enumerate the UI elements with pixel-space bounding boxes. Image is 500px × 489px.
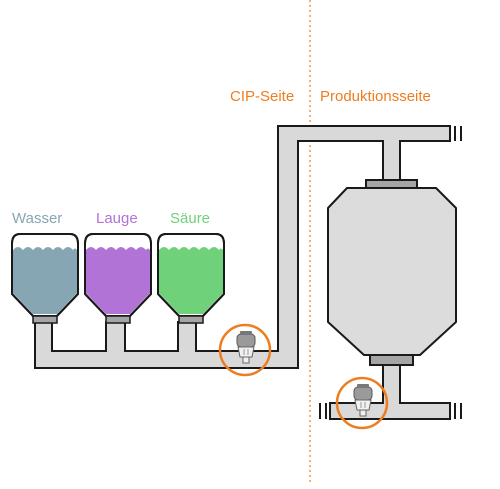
label-saeure: Säure <box>170 210 211 227</box>
tank-top-flange <box>365 179 418 189</box>
label-cip-side: CIP-Seite <box>230 88 295 105</box>
tank-body <box>327 187 457 356</box>
bottle-wasser <box>11 233 79 324</box>
highlight-circle-production <box>335 376 389 430</box>
tank-bottom-flange <box>369 354 414 366</box>
neck-saeure <box>178 315 204 324</box>
valve-sensor-icon <box>236 331 256 364</box>
highlight-circle-cip <box>218 323 272 377</box>
label-wasser: Wasser <box>12 210 63 227</box>
label-production-side: Produktionsseite <box>320 88 431 105</box>
bottle-saeure <box>157 233 225 324</box>
liquid-lauge <box>86 247 150 314</box>
liquid-saeure <box>159 247 223 314</box>
neck-lauge <box>105 315 131 324</box>
bottle-lauge <box>84 233 152 324</box>
production-outlet-pipe <box>329 364 451 420</box>
label-lauge: Lauge <box>96 210 138 227</box>
valve-sensor-icon <box>353 384 373 417</box>
cip-pipe-main <box>34 125 451 369</box>
production-tank <box>327 179 457 366</box>
sensor-cip[interactable] <box>218 323 272 377</box>
sensor-production[interactable] <box>335 376 389 430</box>
liquid-wasser <box>13 247 77 314</box>
neck-wasser <box>32 315 58 324</box>
